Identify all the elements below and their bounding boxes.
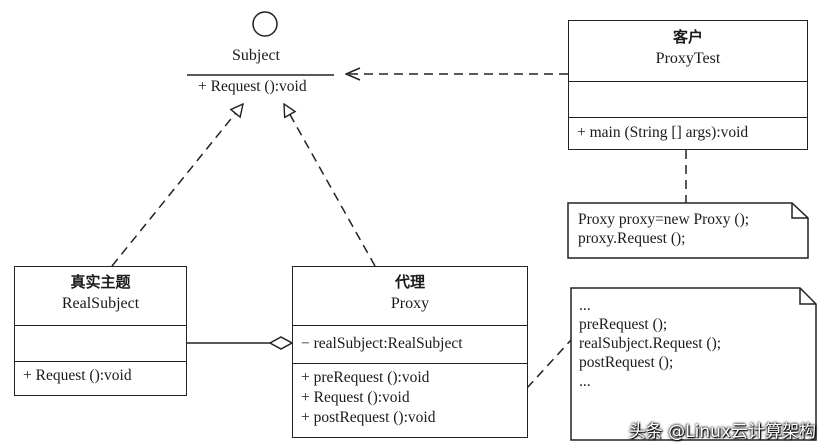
note-line: ... (579, 297, 591, 314)
realsubject-class: 真实主题 RealSubject + Request ():void (14, 266, 187, 396)
realization-arrow-realsubject (111, 104, 243, 267)
proxy-class: 代理 Proxy − realSubject:RealSubject + pre… (292, 266, 528, 438)
note-line: proxy.Request (); (578, 230, 686, 247)
proxy-note-shape (570, 287, 817, 441)
note-line: postRequest (); (579, 354, 674, 371)
aggregation-diamond-icon (268, 336, 294, 350)
proxy-note-anchor-line (526, 339, 572, 389)
client-title-en: ProxyTest (655, 50, 721, 67)
realsubject-attributes (15, 325, 186, 361)
client-attributes (569, 81, 807, 117)
proxy-attribute: − realSubject:RealSubject (301, 335, 463, 352)
interface-circle-icon (252, 11, 278, 37)
proxy-method: + preRequest ():void (301, 369, 430, 386)
proxy-title-cn: 代理 (394, 273, 425, 291)
proxy-method: + postRequest ():void (301, 409, 436, 426)
client-note-shape (567, 202, 809, 259)
realsubject-method: + Request ():void (23, 367, 132, 384)
client-method: + main (String [] args):void (577, 124, 749, 141)
note-line: preRequest (); (579, 316, 668, 333)
client-note: Proxy proxy=new Proxy (); proxy.Request … (578, 210, 749, 248)
note-line: realSubject.Request (); (579, 335, 722, 352)
proxy-note: ... preRequest (); realSubject.Request (… (579, 296, 721, 391)
realsubject-title-en: RealSubject (61, 295, 140, 312)
proxy-title-en: Proxy (390, 295, 430, 312)
note-line: ... (579, 373, 591, 390)
note-line: Proxy proxy=new Proxy (); (578, 211, 750, 228)
realization-arrow-proxy (284, 104, 376, 267)
client-note-fold-icon (791, 203, 808, 219)
realsubject-title-cn: 真实主题 (70, 273, 131, 291)
interface-subject-name: Subject (232, 47, 280, 64)
interface-subject-method: + Request ():void (198, 78, 307, 95)
client-class: 客户 ProxyTest + main (String [] args):voi… (568, 20, 808, 150)
client-title-cn: 客户 (672, 28, 703, 46)
proxy-note-fold-icon (799, 288, 816, 305)
proxy-method: + Request ():void (301, 389, 410, 406)
watermark-text: 头条 @Linux云计算架构 (628, 422, 816, 442)
